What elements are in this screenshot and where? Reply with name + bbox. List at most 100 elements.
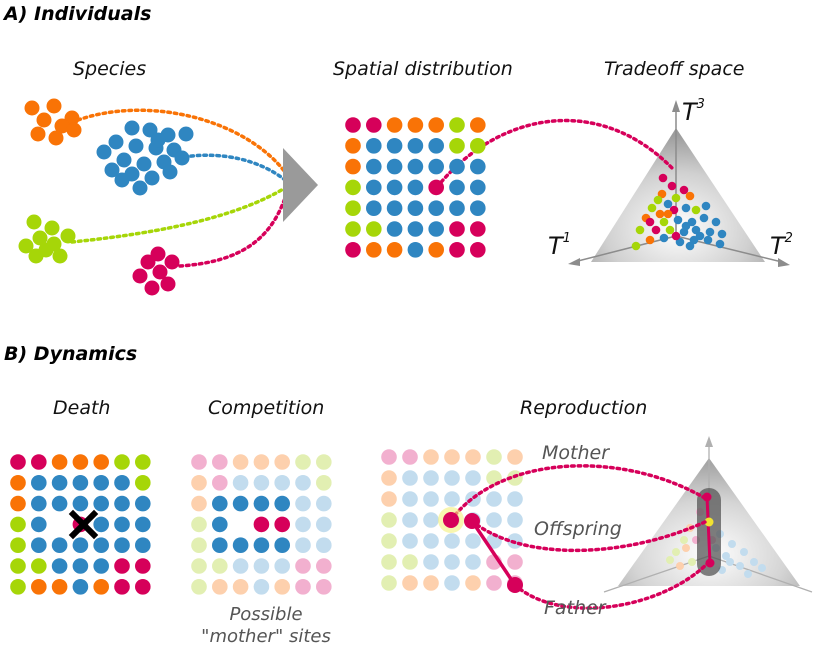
tradeoff-point bbox=[671, 193, 681, 203]
label-mother: Mother bbox=[542, 442, 610, 464]
grid-site bbox=[274, 537, 291, 553]
tradeoff-points bbox=[631, 173, 727, 251]
grid-site bbox=[470, 179, 486, 196]
grid-site bbox=[345, 179, 361, 196]
grid-site bbox=[381, 449, 397, 465]
grid-site bbox=[386, 117, 403, 133]
grid-site bbox=[191, 537, 207, 553]
grid-site bbox=[31, 579, 47, 595]
grid-site bbox=[465, 470, 481, 486]
grid-site bbox=[345, 200, 361, 216]
grid-site bbox=[423, 575, 439, 591]
grid-site bbox=[72, 537, 89, 553]
species-green-individual bbox=[26, 214, 42, 230]
species-blue-individual bbox=[114, 172, 130, 188]
tradeoff-point bbox=[703, 235, 713, 245]
grid-site bbox=[93, 516, 109, 533]
grid-site bbox=[191, 495, 207, 512]
tradeoff-point bbox=[701, 201, 711, 211]
grid-site bbox=[386, 200, 403, 216]
grid-site bbox=[486, 575, 502, 591]
grid-site bbox=[381, 554, 397, 570]
species-blue-individual bbox=[136, 156, 152, 172]
grid-site bbox=[423, 491, 439, 507]
grid-site bbox=[402, 533, 418, 549]
connector-orange bbox=[76, 108, 287, 174]
grid-site bbox=[253, 495, 270, 512]
grid-site bbox=[316, 537, 332, 553]
species-orange-individual bbox=[24, 100, 40, 116]
grid-site bbox=[316, 454, 332, 470]
grid-site bbox=[295, 516, 311, 533]
grid-site bbox=[232, 454, 249, 470]
grid-site bbox=[72, 579, 89, 595]
grid-site bbox=[428, 200, 445, 216]
grid-site bbox=[10, 558, 26, 574]
grid-site bbox=[402, 491, 418, 507]
grid-site bbox=[449, 221, 465, 237]
grid-site bbox=[31, 454, 47, 470]
species-magenta-individual bbox=[132, 268, 148, 284]
grid-site bbox=[232, 475, 249, 491]
mother-father-link bbox=[438, 507, 523, 593]
competition-grid bbox=[191, 454, 332, 595]
grid-site bbox=[444, 470, 460, 486]
tradeoff-point bbox=[663, 199, 673, 209]
grid-site bbox=[93, 558, 109, 574]
grid-site bbox=[507, 491, 523, 507]
grid-site bbox=[191, 558, 207, 574]
grid-site bbox=[423, 512, 439, 528]
grid-site bbox=[212, 537, 228, 553]
tradeoff-point-faded bbox=[758, 564, 766, 572]
grid-site bbox=[423, 470, 439, 486]
grid-site bbox=[423, 554, 439, 570]
death-grid bbox=[10, 454, 151, 595]
grid-site bbox=[402, 554, 418, 570]
grid-site bbox=[316, 516, 332, 533]
species-magenta-individual bbox=[152, 264, 168, 280]
grid-site bbox=[274, 475, 291, 491]
species-magenta-individual bbox=[144, 280, 160, 296]
grid-site bbox=[386, 158, 403, 175]
grid-site bbox=[386, 221, 403, 237]
grid-site bbox=[407, 179, 424, 196]
connector-offspring bbox=[470, 519, 707, 553]
species-green-individual bbox=[28, 248, 44, 264]
species-green-individual bbox=[32, 230, 48, 246]
species-blue-individual bbox=[142, 122, 158, 138]
species-blue-individual bbox=[162, 164, 178, 180]
grid-site bbox=[253, 475, 270, 491]
grid-site bbox=[449, 242, 465, 258]
species-green-individual bbox=[18, 238, 34, 254]
grid-site bbox=[470, 158, 486, 175]
grid-site bbox=[366, 179, 382, 196]
species-green-individual bbox=[44, 220, 60, 236]
tradeoff-point bbox=[659, 217, 669, 227]
species-blue-individual bbox=[116, 152, 132, 168]
grid-site bbox=[114, 558, 130, 574]
grid-site bbox=[212, 516, 228, 533]
tradeoff-point bbox=[651, 225, 661, 235]
grid-site bbox=[295, 579, 311, 595]
species-blue-individual bbox=[128, 138, 144, 154]
label-father: Father bbox=[544, 597, 606, 619]
grid-site bbox=[444, 533, 460, 549]
tradeoff-point-faded bbox=[728, 540, 736, 548]
grid-site bbox=[486, 491, 502, 507]
grid-site bbox=[191, 579, 207, 595]
grid-site bbox=[465, 554, 481, 570]
tradeoff-point bbox=[635, 225, 645, 235]
tradeoff-point bbox=[715, 239, 725, 249]
tradeoff-point-faded bbox=[740, 548, 748, 556]
tradeoff-point-faded bbox=[750, 558, 758, 566]
tradeoff-point bbox=[711, 217, 721, 227]
tradeoff-point bbox=[645, 217, 655, 227]
tradeoff-point bbox=[659, 233, 669, 243]
tradeoff-point bbox=[655, 209, 665, 219]
tradeoff-point bbox=[645, 235, 655, 245]
grid-site bbox=[274, 495, 291, 512]
grid-site bbox=[72, 558, 89, 574]
grid-site bbox=[316, 475, 332, 491]
grid-site bbox=[51, 495, 68, 512]
